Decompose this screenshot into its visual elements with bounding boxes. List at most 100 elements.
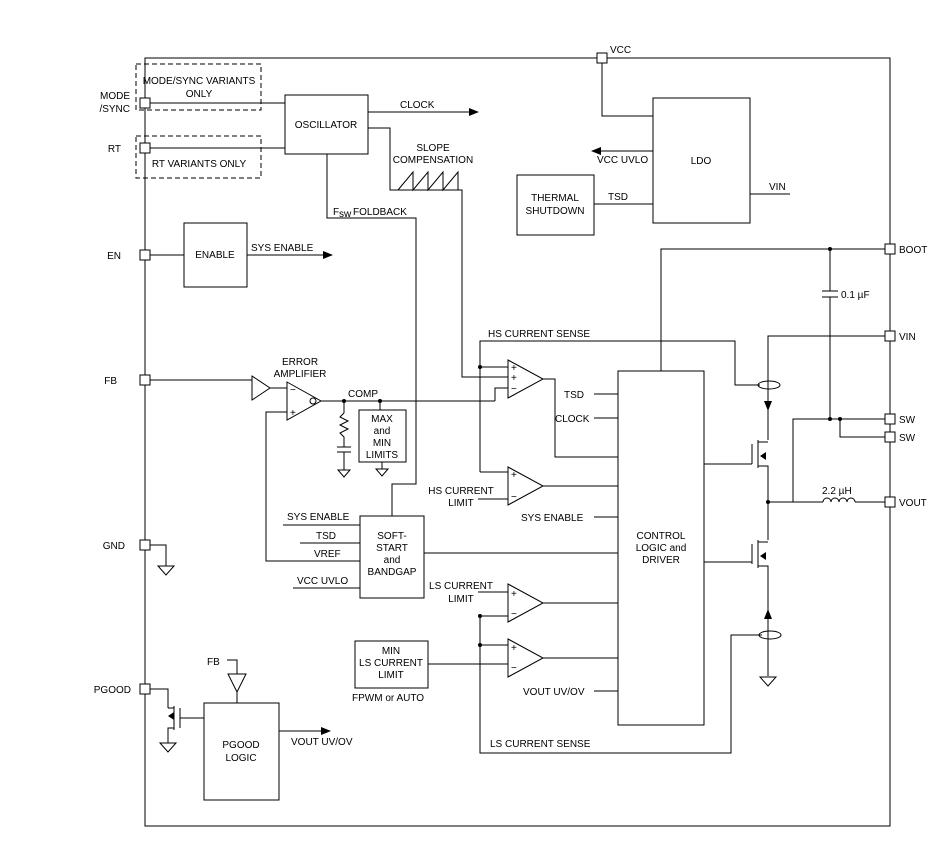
mode-sync-variant-label-1: MODE/SYNC VARIANTS bbox=[143, 76, 256, 87]
ea-minus-sign: − bbox=[290, 385, 296, 396]
min-ls-label-3: LIMIT bbox=[378, 670, 404, 681]
wire-vref-ea bbox=[265, 411, 360, 562]
max-min-label-3: MIN bbox=[373, 438, 391, 449]
comp-label: COMP bbox=[348, 389, 378, 400]
fsw-label-f: F bbox=[333, 207, 339, 218]
enable-block bbox=[183, 222, 248, 288]
ldo-label: LDO bbox=[691, 156, 712, 167]
comp-ground-icon bbox=[336, 469, 352, 478]
rt-variant-label: RT VARIANTS ONLY bbox=[152, 159, 247, 170]
boot-cap-label: 0.1 µF bbox=[841, 290, 870, 301]
ls-current-sense-loop bbox=[758, 630, 782, 640]
pwm-comparator bbox=[507, 359, 545, 399]
vcc-uvlo-label: VCC UVLO bbox=[597, 155, 648, 166]
pin-vout-label: VOUT bbox=[899, 498, 927, 509]
ls-fet-source bbox=[758, 565, 769, 676]
clock-label: CLOCK bbox=[400, 100, 435, 111]
enable-label: ENABLE bbox=[195, 250, 235, 261]
pin-vcc bbox=[596, 52, 608, 64]
pin-vin bbox=[884, 330, 896, 342]
comp-resistor bbox=[338, 412, 350, 447]
pgood-fb-label: FB bbox=[207, 657, 220, 668]
max-min-label-2: and bbox=[374, 426, 391, 437]
pin-fb bbox=[139, 374, 151, 386]
min-ls-cmp-minus: − bbox=[511, 663, 517, 674]
node-sw-pin2 bbox=[838, 417, 842, 421]
oscillator-label: OSCILLATOR bbox=[295, 120, 357, 131]
fpwm-auto-label: FPWM or AUTO bbox=[352, 693, 424, 704]
wire-ctrl-boot bbox=[660, 248, 885, 371]
ss-vcc-uvlo-label: VCC UVLO bbox=[297, 576, 348, 587]
ctrl-sys-enable-label: SYS ENABLE bbox=[521, 513, 584, 524]
min-ls-current-limit-comparator bbox=[507, 638, 545, 678]
control-label-3: DRIVER bbox=[642, 555, 680, 566]
slope-label-1: SLOPE bbox=[416, 143, 450, 154]
wire-gnd bbox=[150, 544, 167, 566]
wire-pgood-fet bbox=[150, 688, 169, 708]
pin-sw-1 bbox=[884, 413, 896, 425]
wire-fsw-foldback bbox=[326, 154, 417, 516]
pin-gnd bbox=[139, 539, 151, 551]
control-label-2: LOGIC and bbox=[636, 543, 687, 554]
pwm-cmp-plus-2: + bbox=[511, 373, 517, 384]
wire-osc-slope bbox=[368, 127, 508, 378]
pin-sw-2 bbox=[884, 431, 896, 443]
pgood-fet-source bbox=[167, 727, 174, 743]
pgood-fb-buffer bbox=[227, 673, 247, 694]
pgood-logic-block bbox=[203, 702, 280, 801]
pin-mode-sync-label-1: MODE bbox=[100, 91, 130, 102]
pin-rt-label: RT bbox=[108, 144, 121, 155]
pin-sw-2-label: SW bbox=[899, 433, 916, 444]
ls-cmp-minus: − bbox=[511, 609, 517, 620]
hs-current-sense-label: HS CURRENT SENSE bbox=[488, 329, 590, 340]
softstart-label-3: and bbox=[384, 555, 401, 566]
hs-fet-source bbox=[758, 465, 769, 500]
thermal-shutdown-block bbox=[516, 174, 595, 236]
ldo-block bbox=[652, 97, 751, 224]
pin-sw-1-label: SW bbox=[899, 415, 916, 426]
wire-hs-current-sense bbox=[479, 340, 760, 472]
softstart-label-2: START bbox=[376, 543, 408, 554]
control-logic-driver-block bbox=[617, 370, 705, 726]
ea-output-bubble bbox=[309, 397, 317, 405]
slope-label-2: COMPENSATION bbox=[393, 155, 473, 166]
pin-boot bbox=[884, 243, 896, 255]
pgood-label-2: LOGIC bbox=[225, 753, 256, 764]
ctrl-tsd-label: TSD bbox=[564, 390, 584, 401]
ls-limit-label-2: LIMIT bbox=[448, 594, 474, 605]
min-ls-label-1: MIN bbox=[382, 646, 400, 657]
hs-cmp-minus: − bbox=[511, 492, 517, 503]
ls-current-limit-comparator bbox=[507, 583, 545, 623]
pin-rt bbox=[139, 142, 151, 154]
pgood-ground-icon bbox=[158, 742, 178, 753]
ss-vref-label: VREF bbox=[314, 549, 341, 560]
ctrl-clock-label: CLOCK bbox=[555, 414, 590, 425]
wire-ls-current-sense bbox=[479, 616, 762, 754]
pin-gnd-label: GND bbox=[103, 541, 125, 552]
ls-ground-icon bbox=[758, 676, 778, 687]
hs-current-limit-comparator bbox=[507, 466, 545, 506]
pin-vout bbox=[884, 496, 896, 508]
pin-vcc-label: VCC bbox=[610, 45, 631, 56]
ctrl-vout-uvov-label: VOUT UV/OV bbox=[523, 687, 585, 698]
hs-limit-label-2: LIMIT bbox=[448, 498, 474, 509]
fsw-label-foldback: FOLDBACK bbox=[353, 207, 407, 218]
ls-limit-label-1: LS CURRENT bbox=[429, 581, 493, 592]
max-min-limits-block bbox=[358, 409, 407, 463]
pin-pgood-label: PGOOD bbox=[94, 685, 131, 696]
pin-fb-label: FB bbox=[104, 376, 117, 387]
pin-boot-label: BOOT bbox=[899, 245, 927, 256]
max-min-label-1: MAX bbox=[371, 414, 393, 425]
thermal-label-1: THERMAL bbox=[531, 193, 579, 204]
pwm-cmp-minus: − bbox=[511, 384, 517, 395]
inductor bbox=[822, 497, 856, 503]
softstart-label-1: SOFT- bbox=[377, 531, 406, 542]
tsd-label: TSD bbox=[608, 192, 628, 203]
wire-sw-pin-2 bbox=[839, 419, 885, 438]
pin-mode-sync-label-2: /SYNC bbox=[99, 104, 130, 115]
wire-vcc-ldo bbox=[601, 63, 653, 117]
min-ls-label-2: LS CURRENT bbox=[359, 658, 423, 669]
pgood-label-1: PGOOD bbox=[222, 740, 259, 751]
thermal-label-2: SHUTDOWN bbox=[526, 206, 585, 217]
